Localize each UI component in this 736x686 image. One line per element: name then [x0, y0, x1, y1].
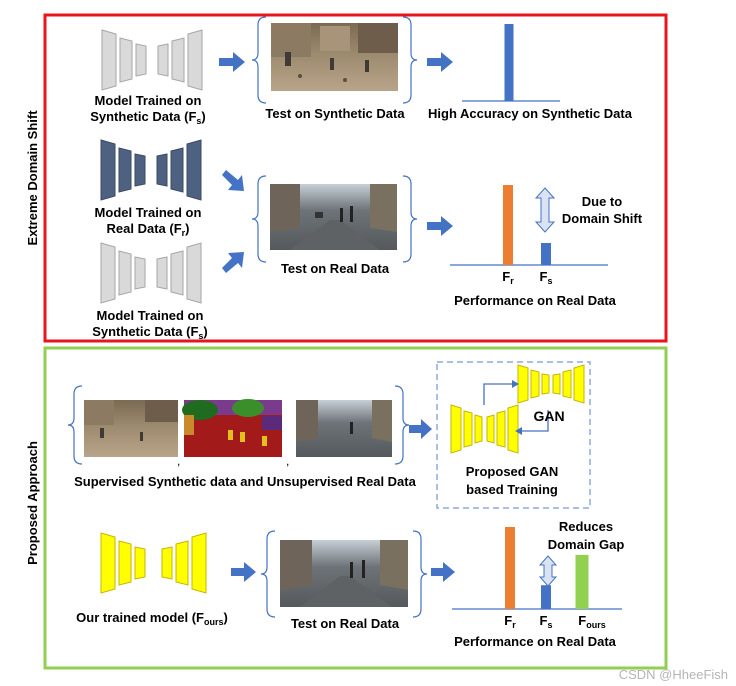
- chart2-caption: Performance on Real Data: [454, 293, 617, 308]
- yellow-model-icon: [100, 532, 207, 594]
- gan-label: GAN: [533, 408, 564, 424]
- chart3-bars: [505, 527, 589, 609]
- double-arrow-icon: [534, 187, 556, 233]
- row1-result-label: High Accuracy on Synthetic Data: [428, 106, 633, 121]
- double-arrow-icon: [538, 555, 558, 587]
- syn-model-label-2: Synthetic Data (Fs): [92, 324, 208, 341]
- real-model-label: Model Trained on: [95, 205, 202, 220]
- arrow-right-icon: [427, 52, 453, 72]
- chart2-bars: [503, 185, 551, 265]
- real-input-image: [296, 400, 392, 457]
- bar-fs: [541, 243, 551, 265]
- arrow-head-icon: [515, 427, 522, 435]
- annotation-reduces: Reduces: [559, 519, 613, 534]
- row1-model-label-2: Synthetic Data (Fs): [90, 109, 206, 126]
- bar-label-fr: Fr: [504, 613, 516, 630]
- bar-label-fs: Fs: [540, 613, 553, 630]
- diagonal-arrow-up-icon: [222, 252, 244, 273]
- top-side-label: Extreme Domain Shift: [25, 110, 40, 246]
- bottom-side-label: Proposed Approach: [25, 441, 40, 565]
- bottom-panel-border: [43, 346, 668, 670]
- bar-label-fs: Fs: [540, 269, 553, 286]
- right-brace-icon: [412, 530, 428, 618]
- left-brace-icon: [67, 385, 83, 465]
- real-scene-image: [270, 184, 397, 250]
- dark-model-icon: [100, 139, 202, 201]
- row1-model-label: Model Trained on: [95, 93, 202, 108]
- inputs-caption: Supervised Synthetic data and Unsupervis…: [74, 474, 416, 489]
- diagonal-arrow-down-icon: [222, 170, 244, 191]
- bar-fours: [575, 554, 589, 609]
- bar-fr: [505, 527, 515, 609]
- left-brace-icon: [260, 530, 276, 618]
- arrow-right-icon: [427, 216, 453, 236]
- bar-value: [504, 24, 514, 101]
- gan-dashed-box: [436, 361, 591, 509]
- annotation-due-to: Due to: [582, 194, 623, 209]
- synthetic-scene-image: [271, 23, 398, 91]
- syn-model-label: Model Trained on: [97, 308, 204, 323]
- gan-connector-arrow: [483, 383, 512, 405]
- top-panel-border: [43, 13, 668, 343]
- gray-model-icon: [101, 29, 203, 91]
- real-test-image: [280, 540, 408, 607]
- bar-fr: [503, 185, 513, 265]
- left-brace-icon: [251, 175, 267, 263]
- gan-caption-1: Proposed GAN: [466, 464, 558, 479]
- our-model-label: Our trained model (Fours): [76, 610, 228, 627]
- arrow-right-icon: [219, 52, 245, 72]
- bottom-test-label: Test on Real Data: [291, 616, 400, 631]
- left-brace-icon: [251, 16, 267, 104]
- arrow-right-icon: [431, 562, 455, 582]
- segmentation-map-image: [182, 399, 282, 457]
- watermark: CSDN @HheeFish: [618, 667, 728, 682]
- chart3-caption: Performance on Real Data: [454, 634, 617, 649]
- separator-comma: ,: [177, 454, 180, 468]
- gan-caption-2: based Training: [466, 482, 558, 497]
- gan-feedback-arrow: [522, 410, 549, 432]
- row1-test-label: Test on Synthetic Data: [265, 106, 405, 121]
- bar-label-fr: Fr: [502, 269, 514, 286]
- gray-model-icon: [100, 242, 202, 304]
- annotation-domain-gap: Domain Gap: [548, 537, 625, 552]
- chart1-bars: [504, 24, 514, 101]
- bar-fs: [541, 585, 551, 609]
- arrow-right-icon: [231, 562, 256, 582]
- bar-label-fours: Fours: [578, 613, 605, 630]
- right-brace-icon: [394, 385, 410, 465]
- row2-test-label: Test on Real Data: [281, 261, 390, 276]
- synthetic-input-image: [84, 400, 178, 457]
- right-brace-icon: [402, 16, 418, 104]
- generator-model-icon: [450, 404, 519, 454]
- real-model-label-2: Real Data (Fr): [107, 221, 190, 238]
- annotation-domain-shift: Domain Shift: [562, 211, 643, 226]
- discriminator-model-icon: [517, 364, 585, 404]
- arrow-head-icon: [512, 380, 519, 388]
- arrow-right-icon: [409, 419, 432, 439]
- separator-comma: ,: [286, 454, 289, 468]
- right-brace-icon: [402, 175, 418, 263]
